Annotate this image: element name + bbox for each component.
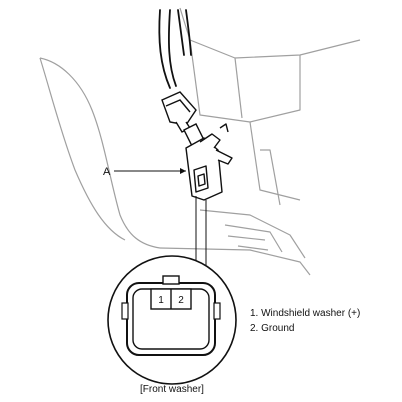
pin-legend-item-1: 1. Windshield washer (+) <box>250 308 360 319</box>
callout-a: A <box>103 166 186 178</box>
vehicle-body-panel <box>39 7 361 276</box>
arrow-head-icon <box>180 168 186 174</box>
pin-2-label: 2 <box>178 295 184 306</box>
callout-label: A <box>103 166 111 178</box>
wiring-harness <box>158 9 192 89</box>
pin-legend: 1. Windshield washer (+) 2. Ground <box>250 308 360 334</box>
washer-motor <box>185 123 233 201</box>
diagram-caption: [Front washer] <box>140 384 204 395</box>
connector-detail: 1 2 <box>107 255 237 385</box>
pin-legend-item-2: 2. Ground <box>250 323 294 334</box>
pin-1-label: 1 <box>158 295 164 306</box>
